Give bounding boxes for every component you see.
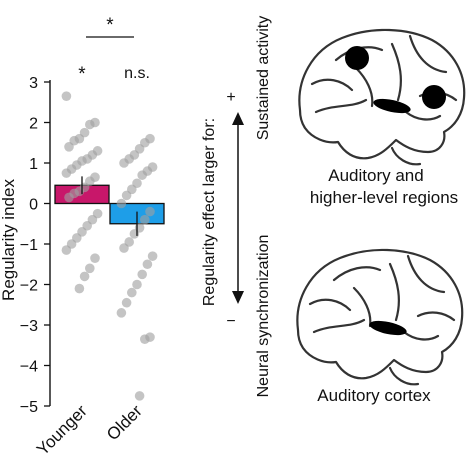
data-point: [90, 253, 100, 263]
data-point: [85, 119, 95, 130]
brain-bottom: Auditory cortex: [296, 248, 464, 405]
y-tick-label: −1: [20, 237, 38, 254]
y-axis-ticks: 3 2 1 0 −1 −2 −3 −4 −5: [20, 75, 50, 416]
younger-significance: *: [78, 64, 86, 85]
brainstem-bottom: [388, 366, 420, 386]
y-tick-label: −2: [20, 278, 38, 295]
comparison-significance: *: [106, 15, 114, 36]
auditory-cortex-region-icon: [369, 320, 407, 336]
data-point: [61, 91, 72, 101]
data-point: [61, 245, 72, 255]
plus-sign: +: [226, 89, 235, 106]
neural-synchronization-label: Neural synchronization: [255, 235, 272, 398]
data-point: [132, 279, 142, 290]
regularity-schematic: Regularity effect larger for: + − Sustai…: [201, 16, 272, 398]
top-brain-caption-line1: Auditory and: [328, 166, 423, 185]
frontal-region-icon: [345, 46, 369, 70]
data-point: [64, 142, 74, 152]
data-point: [61, 168, 72, 178]
data-point: [116, 198, 127, 209]
parietal-region-icon: [422, 85, 446, 109]
data-point: [64, 192, 74, 203]
data-point: [129, 229, 140, 239]
older-significance: n.s.: [124, 65, 150, 82]
brain-top: Auditory and higher-level regions: [298, 28, 466, 207]
x-tick-label-older: Older: [103, 401, 146, 444]
arrow-up-icon: [232, 112, 244, 125]
data-point: [145, 206, 155, 217]
y-tick-label: 1: [29, 156, 38, 173]
y-tick-label: −3: [20, 318, 38, 335]
brain-outline-top: [298, 28, 466, 160]
data-point: [85, 263, 95, 274]
y-tick-label: 3: [29, 75, 38, 92]
brain-sulci-bottom: [308, 254, 456, 341]
data-point: [137, 170, 147, 180]
data-point: [121, 297, 132, 308]
data-point: [119, 158, 129, 168]
data-point: [140, 214, 150, 225]
data-point: [79, 271, 90, 282]
brain-outline-bottom: [296, 248, 464, 380]
y-tick-label: 2: [29, 116, 38, 133]
auditory-region-icon-top: [373, 98, 411, 114]
y-tick-label: −5: [20, 399, 38, 416]
data-points: [61, 91, 158, 401]
data-point: [147, 251, 158, 261]
sustained-activity-label: Sustained activity: [255, 16, 272, 141]
y-axis-label: Regularity index: [0, 179, 18, 301]
x-axis-labels: Younger Older: [33, 401, 146, 459]
top-brain-caption-line2: higher-level regions: [310, 188, 458, 207]
arrow-down-icon: [232, 291, 244, 304]
minus-sign: −: [226, 313, 235, 330]
data-point: [74, 283, 85, 294]
bottom-brain-caption: Auditory cortex: [317, 386, 431, 405]
y-tick-label: −4: [20, 359, 38, 376]
data-point: [137, 269, 147, 280]
data-point: [116, 308, 127, 318]
error-bars: [81, 176, 138, 236]
schematic-axis-title: Regularity effect larger for:: [201, 118, 218, 306]
bar-chart: 3 2 1 0 −1 −2 −3 −4 −5 Regularity index * * n.s.…: [0, 15, 165, 459]
data-point: [121, 190, 132, 201]
x-tick-label-younger: Younger: [33, 401, 91, 459]
data-point: [134, 391, 145, 401]
data-point: [142, 259, 153, 270]
data-point: [127, 287, 137, 298]
data-point: [119, 243, 129, 253]
data-point: [140, 334, 150, 344]
brainstem-top: [390, 146, 422, 166]
y-tick-label: 0: [29, 197, 38, 214]
